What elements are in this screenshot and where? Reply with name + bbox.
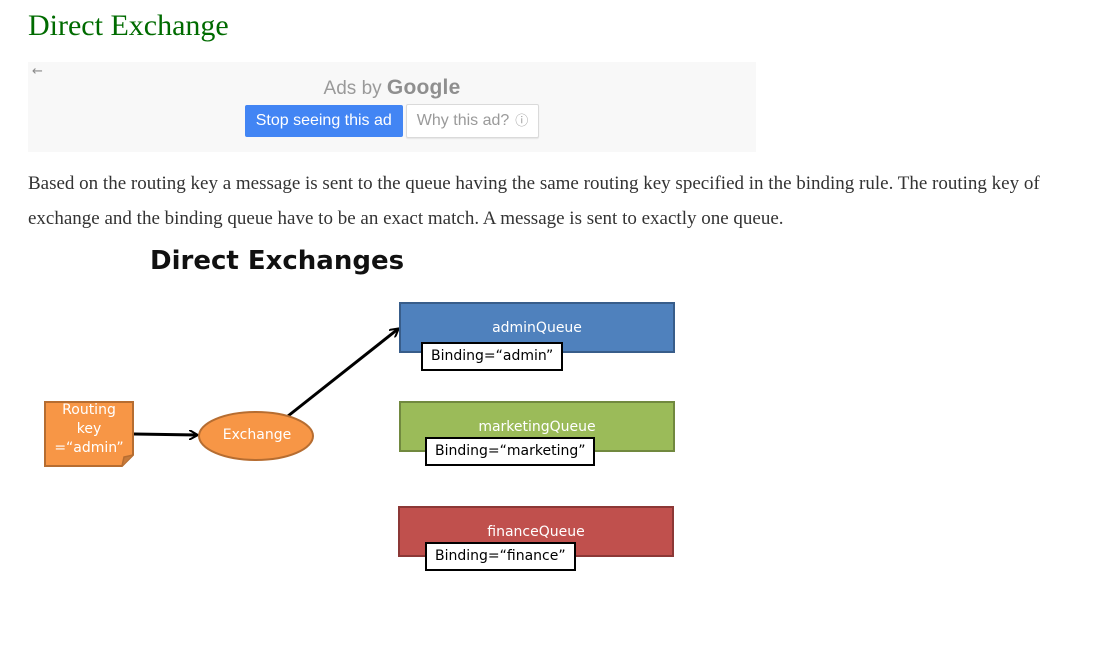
why-this-ad-button[interactable]: Why this ad? ⓘ [405, 104, 540, 138]
finance-binding-label: Binding=“finance” [425, 542, 576, 571]
info-icon: ⓘ [515, 113, 529, 128]
page-title: Direct Exchange [28, 9, 229, 42]
routing-to-exchange-arrow [133, 434, 197, 435]
google-logo: Google [386, 76, 461, 99]
marketing-binding-label: Binding=“marketing” [425, 437, 596, 466]
routing-key-line-2: key [76, 421, 102, 437]
routing-key-note: Routing key =“admin” [44, 401, 134, 467]
why-this-ad-label: Why this ad? [416, 112, 510, 129]
admin-queue: adminQueue [399, 302, 675, 353]
diagram-arrows [133, 240, 720, 600]
ad-buttons: Stop seeing this ad Why this ad? ⓘ [28, 104, 756, 138]
finance-queue-label: financeQueue [487, 524, 585, 540]
exchange-to-admin-queue-arrow [287, 329, 398, 418]
exchange-ellipse [198, 411, 314, 461]
routing-key-line-1: Routing [62, 402, 116, 418]
direct-exchange-diagram: Direct Exchanges Routing key =“admin” Ex… [0, 240, 720, 600]
diagram-title: Direct Exchanges [150, 246, 405, 276]
admin-binding-label: Binding=“admin” [421, 342, 564, 371]
stop-seeing-ad-button[interactable]: Stop seeing this ad [244, 105, 403, 137]
routing-key-line-3: =“admin” [54, 440, 124, 456]
ads-by-text: Ads by [323, 78, 382, 99]
routing-key-shape [44, 401, 134, 467]
ad-banner: ← Ads by Google Stop seeing this ad Why … [28, 62, 756, 152]
description-paragraph: Based on the routing key a message is se… [28, 173, 1040, 229]
ads-by-google-label: Ads by Google [28, 76, 756, 100]
arrow-left-icon[interactable]: ← [32, 64, 43, 79]
marketing-queue-label: marketingQueue [478, 419, 596, 435]
exchange-label: Exchange [222, 427, 292, 443]
exchange-node: Exchange [198, 411, 316, 461]
admin-queue-label: adminQueue [492, 320, 582, 336]
